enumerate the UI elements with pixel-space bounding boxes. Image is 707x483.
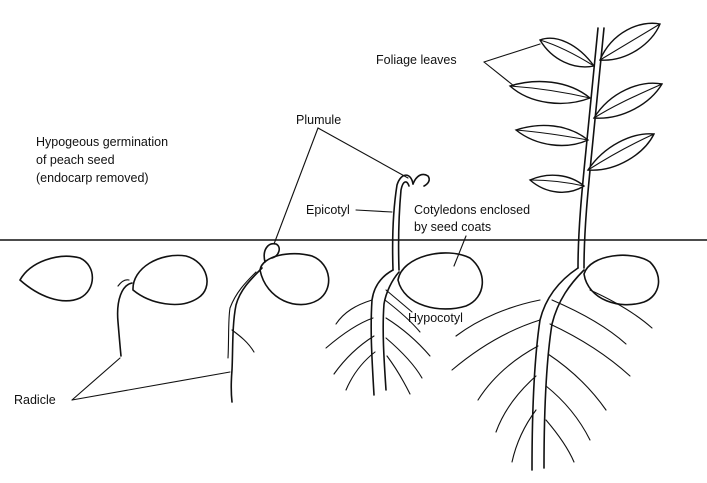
foliage-leaf-6 xyxy=(516,125,588,145)
foliage-leaf-7 xyxy=(530,175,584,192)
label-epicotyl: Epicotyl xyxy=(306,203,350,217)
caption-line-2: of peach seed xyxy=(36,153,115,167)
label-foliage-leaves: Foliage leaves xyxy=(376,53,457,67)
label-cotyledons-line-2: by seed coats xyxy=(414,220,491,234)
label-hypocotyl: Hypocotyl xyxy=(408,311,463,325)
label-cotyledons-line-1: Cotyledons enclosed xyxy=(414,203,530,217)
foliage-leaf-5 xyxy=(510,82,590,104)
stage-1-seed xyxy=(20,256,92,301)
stage-2-seedling xyxy=(118,255,207,356)
label-radicle: Radicle xyxy=(14,393,56,407)
caption-line-3: (endocarp removed) xyxy=(36,171,149,185)
stage-3-seedling xyxy=(228,244,329,402)
caption-line-1: Hypogeous germination xyxy=(36,135,168,149)
foliage-leaf-3 xyxy=(588,134,654,170)
foliage-leaf-2 xyxy=(594,83,662,118)
foliage-leaf-4 xyxy=(540,38,594,67)
stage-5-seedling xyxy=(452,23,662,470)
foliage-leaf-1 xyxy=(600,23,660,60)
label-plumule: Plumule xyxy=(296,113,341,127)
